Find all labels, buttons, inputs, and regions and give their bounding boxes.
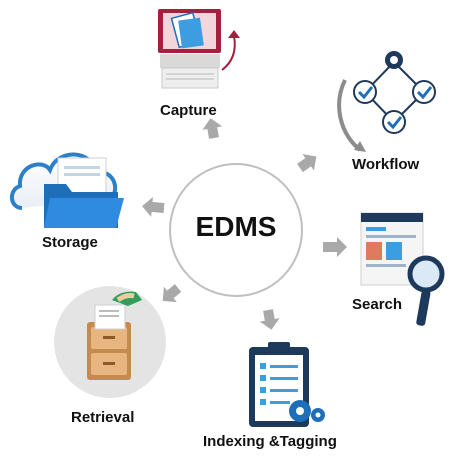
arrow-capture: [202, 118, 223, 139]
monitor-document-icon: [158, 9, 240, 89]
clipboard-gears-icon: [249, 342, 325, 427]
node-label-workflow: Workflow: [352, 156, 420, 173]
arrow-indexing: [259, 309, 280, 330]
node-label-capture: Capture: [160, 102, 217, 119]
node-label-indexing: Indexing &Tagging: [203, 433, 337, 450]
center-circle: [169, 163, 303, 297]
arrow-workflow: [297, 154, 317, 173]
node-label-storage: Storage: [42, 234, 98, 251]
arrow-storage: [142, 196, 165, 217]
node-label-retrieval: Retrieval: [71, 409, 135, 426]
workflow-checks-icon: [337, 51, 436, 152]
node-label-search: Search: [352, 296, 403, 313]
center-label: EDMS: [195, 211, 277, 242]
file-cabinet-icon: [54, 286, 166, 398]
cloud-folder-icon: [10, 152, 124, 228]
arrow-retrieval: [162, 284, 182, 303]
arrow-search: [323, 237, 347, 257]
magnifier-page-icon: [360, 212, 445, 326]
